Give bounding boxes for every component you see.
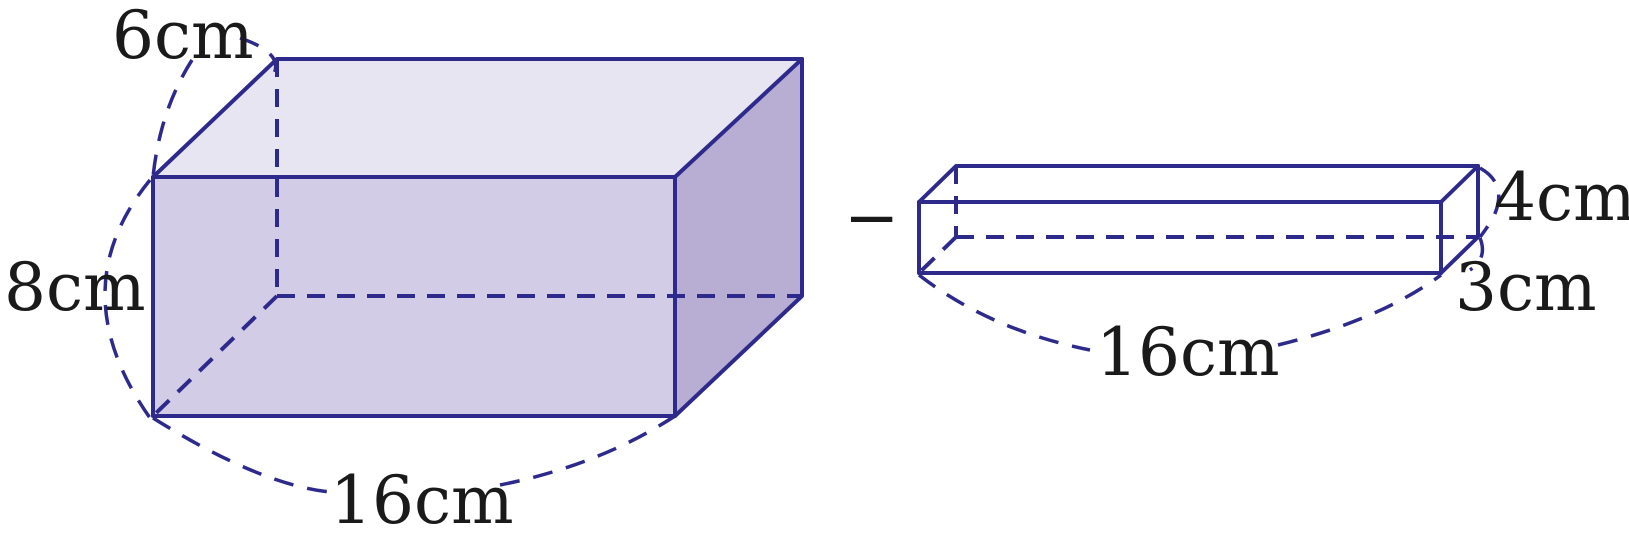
- large-box-depth-label: 6cm: [112, 0, 254, 74]
- large-box-width-label: 16cm: [330, 462, 514, 539]
- small-box: 4cm 3cm 16cm: [917, 159, 1629, 391]
- small-box-depth-label: 3cm: [1455, 249, 1597, 326]
- small-box-hidden-depth-edge: [917, 235, 958, 275]
- large-box-top-outline: [151, 57, 804, 179]
- small-box-width-label: 16cm: [1096, 314, 1280, 391]
- large-box: 6cm 8cm 16cm: [4, 0, 804, 539]
- small-box-front-outline: [917, 200, 1443, 275]
- large-box-width-arc: [152, 414, 676, 494]
- small-box-height-arc: [1478, 166, 1501, 239]
- large-box-height-label: 8cm: [4, 249, 146, 326]
- large-box-top-face: [153, 59, 802, 177]
- large-box-side-outline: [673, 57, 804, 418]
- small-box-depth-arc: [1468, 237, 1485, 272]
- small-box-side-outline: [1439, 164, 1480, 275]
- large-box-depth-arc: [151, 36, 278, 178]
- small-box-top-outline: [917, 164, 1480, 204]
- minus-operator: −: [844, 179, 899, 256]
- large-box-height-arc: [103, 178, 152, 420]
- large-box-front-outline: [151, 175, 677, 418]
- small-box-height-label: 4cm: [1494, 159, 1629, 236]
